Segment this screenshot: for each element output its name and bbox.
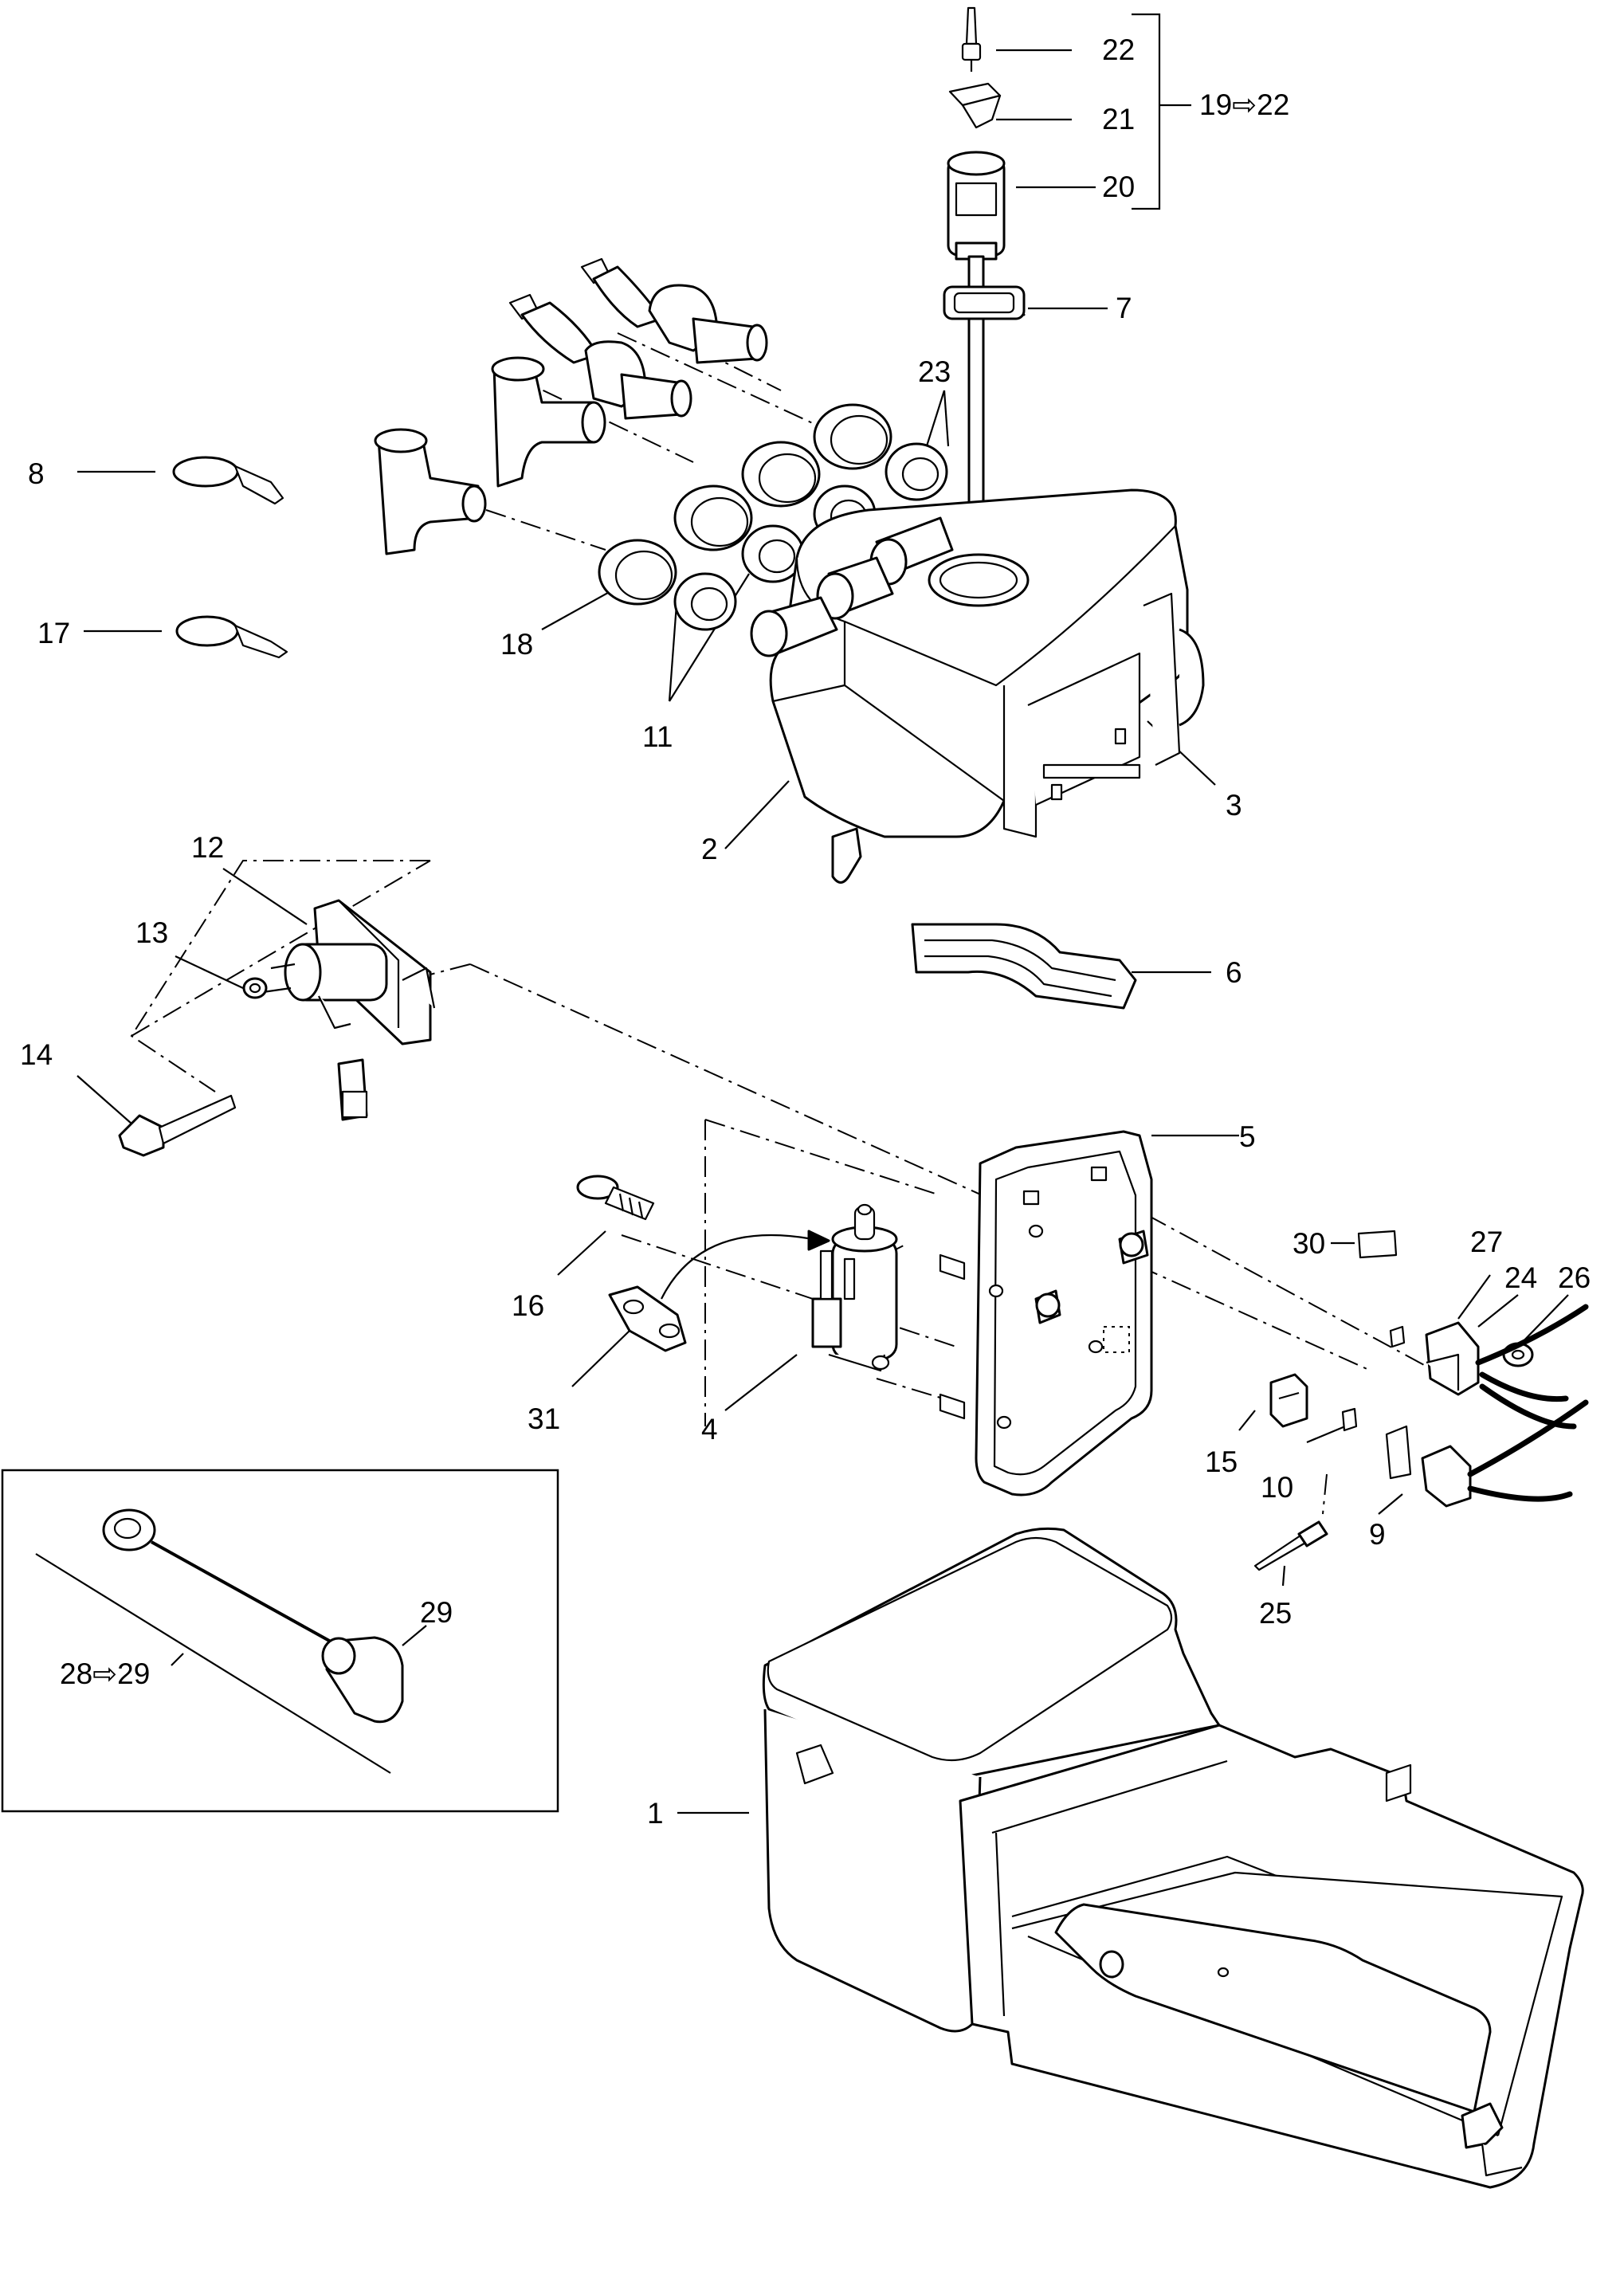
callout-23: 23 bbox=[918, 355, 951, 388]
callout-30: 30 bbox=[1293, 1227, 1326, 1260]
callout-12: 12 bbox=[191, 831, 225, 864]
part-20-connector bbox=[947, 151, 1006, 261]
callout-10: 10 bbox=[1261, 1471, 1294, 1504]
callout-20: 20 bbox=[1102, 171, 1136, 203]
part-22-pin bbox=[961, 6, 982, 72]
callout-9: 9 bbox=[1369, 1518, 1386, 1551]
part-16-screw bbox=[576, 1175, 655, 1221]
part-9-connector bbox=[1385, 1399, 1589, 1508]
callout-19-22: 19⇨22 bbox=[1199, 88, 1290, 121]
callout-2: 2 bbox=[701, 833, 718, 865]
relay-connector bbox=[337, 1058, 368, 1121]
callout-25: 25 bbox=[1259, 1597, 1293, 1630]
part-12-solenoid bbox=[262, 899, 436, 1045]
callout-13: 13 bbox=[135, 916, 169, 949]
part-7-grommet bbox=[943, 255, 1026, 581]
callout-24: 24 bbox=[1504, 1261, 1538, 1294]
parts-24-26-27-connector bbox=[1389, 1304, 1589, 1430]
inset-box bbox=[1, 1469, 559, 1813]
spark-plug-boots bbox=[374, 257, 768, 555]
part-2-3-housing bbox=[750, 488, 1205, 884]
callout-29: 29 bbox=[420, 1596, 453, 1629]
callout-16: 16 bbox=[512, 1289, 545, 1322]
leader-lines bbox=[76, 13, 1569, 1814]
part-1-box bbox=[762, 1527, 1584, 2189]
callout-15: 15 bbox=[1205, 1446, 1238, 1478]
callout-11: 11 bbox=[642, 720, 673, 753]
part-21-lock bbox=[948, 82, 1002, 129]
callout-17: 17 bbox=[37, 617, 71, 649]
callout-7: 7 bbox=[1116, 292, 1132, 324]
callout-18: 18 bbox=[500, 628, 534, 661]
part-6-channel bbox=[911, 923, 1137, 1010]
part-31-clip bbox=[608, 1285, 687, 1352]
move-arrow bbox=[661, 1230, 830, 1300]
part-25-pin bbox=[1253, 1520, 1328, 1571]
part-10-fuse bbox=[1341, 1407, 1358, 1432]
part-13-nut bbox=[242, 977, 268, 999]
callout-31: 31 bbox=[528, 1402, 561, 1435]
callout-14: 14 bbox=[20, 1038, 53, 1071]
callout-3: 3 bbox=[1226, 789, 1242, 822]
callout-1: 1 bbox=[647, 1797, 664, 1830]
callout-27: 27 bbox=[1470, 1226, 1504, 1258]
callout-5: 5 bbox=[1239, 1120, 1256, 1153]
part-4-coil bbox=[811, 1203, 966, 1420]
part-14-bolt bbox=[118, 1094, 237, 1157]
part-30-decal bbox=[1357, 1230, 1398, 1259]
callout-8: 8 bbox=[28, 457, 45, 490]
callout-6: 6 bbox=[1226, 956, 1242, 989]
callout-4: 4 bbox=[701, 1413, 718, 1446]
callout-22: 22 bbox=[1102, 33, 1136, 66]
callout-28-29: 28⇨29 bbox=[60, 1657, 151, 1690]
part-5-plate bbox=[975, 1130, 1153, 1497]
part-15-fuse-holder bbox=[1269, 1373, 1308, 1428]
callout-26: 26 bbox=[1558, 1261, 1591, 1294]
callout-21: 21 bbox=[1102, 103, 1136, 135]
cable-ties bbox=[172, 456, 288, 659]
